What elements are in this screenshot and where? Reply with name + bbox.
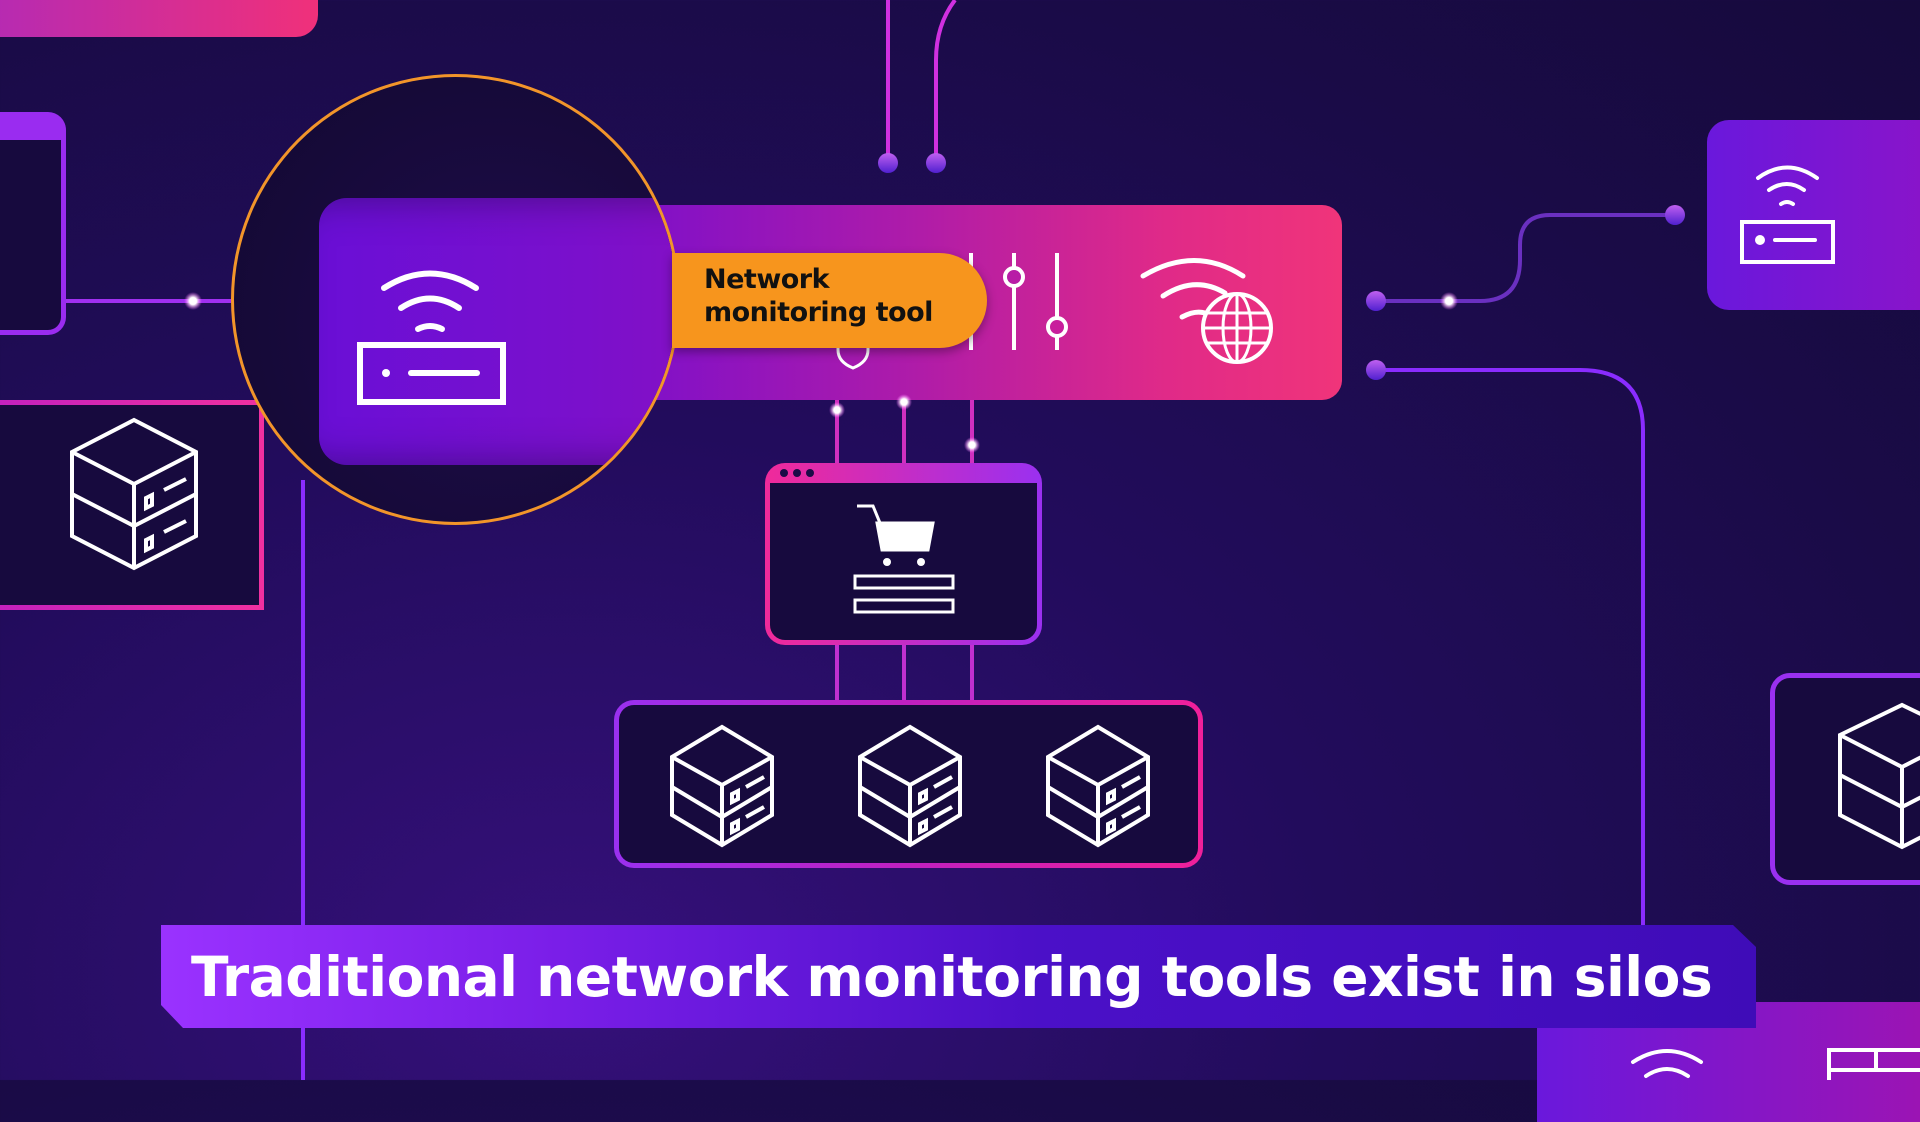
top-line-1-node <box>878 153 898 173</box>
callout-line-1: Network <box>704 264 830 295</box>
top-line-2 <box>934 0 957 163</box>
right-connector-lower <box>1376 368 1645 925</box>
router-icon <box>357 270 506 405</box>
right-connector-upper-end <box>1665 205 1685 225</box>
right-connector-upper-start <box>1366 291 1386 311</box>
wifi-globe-icon <box>1140 258 1273 364</box>
callout-line-2: monitoring tool <box>704 297 933 328</box>
left-window-node <box>0 112 66 335</box>
right-router-icon <box>1740 165 1835 264</box>
bar-window-glow-3 <box>964 437 980 453</box>
top-line-2-node <box>926 153 946 173</box>
bar-window-glow-1 <box>829 402 845 418</box>
right-router-node <box>1707 120 1920 310</box>
network-monitoring-tool-callout: Network monitoring tool <box>672 253 987 348</box>
caption-text: Traditional network monitoring tools exi… <box>191 944 1713 1009</box>
bottom-right-wifi-icon <box>1631 1049 1703 1078</box>
caption-banner: Traditional network monitoring tools exi… <box>161 925 1756 1028</box>
shield-icon <box>836 340 870 370</box>
diagram-lines-layer <box>66 0 1920 1080</box>
router-icon-wrapper <box>357 270 506 405</box>
server-icon-group-3 <box>1046 724 1150 848</box>
window-dot-1 <box>780 469 788 477</box>
top-left-node-box <box>0 0 318 37</box>
sliders-icon <box>969 253 1068 350</box>
right-connector-upper <box>1376 213 1675 303</box>
shopping-cart-icon <box>853 504 955 614</box>
server-icon-left <box>70 417 198 571</box>
highlighted-router-node <box>319 198 677 465</box>
left-connector-glow <box>184 292 202 310</box>
magnifier-highlight <box>231 74 680 525</box>
window-dot-2 <box>793 469 801 477</box>
server-icon-right <box>1838 702 1920 850</box>
window-dot-3 <box>806 469 814 477</box>
bar-window-glow-2 <box>896 394 912 410</box>
server-icon-group-2 <box>858 724 962 848</box>
server-icon-group-1 <box>670 724 774 848</box>
web-store-window <box>765 463 1042 645</box>
firewall-icon <box>1827 1048 1920 1080</box>
right-connector-glow <box>1440 292 1458 310</box>
right-connector-lower-start <box>1366 360 1386 380</box>
